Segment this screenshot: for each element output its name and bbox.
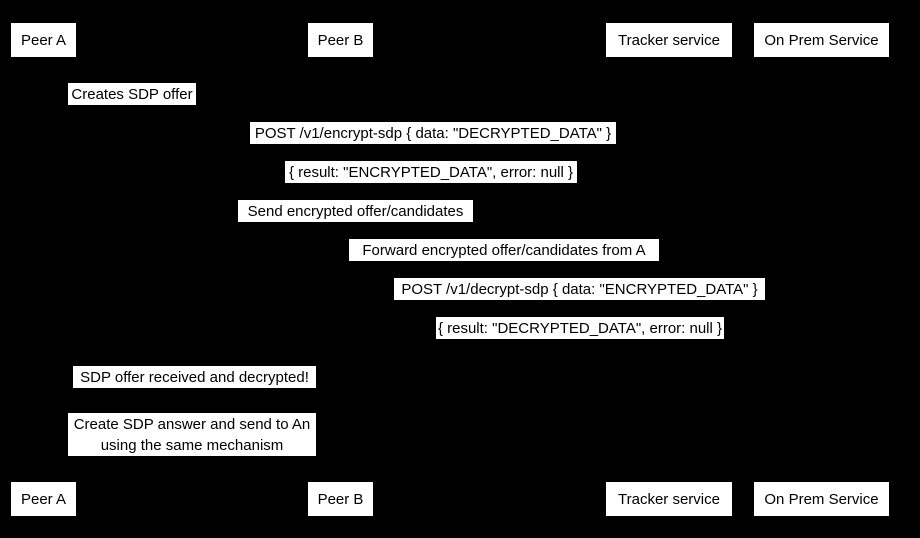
message-text: Forward encrypted offer/candidates from …: [362, 241, 646, 259]
lifeline-on-prem-service: [821, 57, 822, 481]
message-send-encrypted-offer[interactable]: Send encrypted offer/candidates: [238, 200, 473, 222]
participant-footer-tracker-service[interactable]: Tracker service: [605, 481, 733, 517]
message-text: Creates SDP offer: [71, 85, 193, 103]
message-result-decrypted-data[interactable]: { result: "DECRYPTED_DATA", error: null …: [436, 317, 724, 339]
participant-header-on-prem-service[interactable]: On Prem Service: [753, 22, 890, 58]
message-creates-sdp-offer[interactable]: Creates SDP offer: [68, 83, 196, 105]
participant-label: Tracker service: [618, 31, 720, 49]
participant-footer-on-prem-service[interactable]: On Prem Service: [753, 481, 890, 517]
message-post-encrypt-sdp[interactable]: POST /v1/encrypt-sdp { data: "DECRYPTED_…: [250, 122, 616, 144]
message-text: { result: "DECRYPTED_DATA", error: null …: [437, 319, 723, 337]
message-text-line-2: using the same mechanism: [100, 436, 284, 454]
participant-label: On Prem Service: [764, 31, 879, 49]
message-text: POST /v1/decrypt-sdp { data: "ENCRYPTED_…: [401, 280, 758, 298]
message-result-encrypted-data[interactable]: { result: "ENCRYPTED_DATA", error: null …: [285, 161, 577, 183]
lifeline-peer-a: [43, 57, 44, 481]
message-post-decrypt-sdp[interactable]: POST /v1/decrypt-sdp { data: "ENCRYPTED_…: [394, 278, 765, 300]
message-text: SDP offer received and decrypted!: [80, 368, 309, 386]
participant-label: Tracker service: [618, 490, 720, 508]
participant-label: Peer B: [317, 490, 364, 508]
message-text-line-1: Create SDP answer and send to An: [73, 415, 311, 433]
participant-header-peer-a[interactable]: Peer A: [10, 22, 77, 58]
participant-label: Peer B: [317, 31, 364, 49]
message-text: POST /v1/encrypt-sdp { data: "DECRYPTED_…: [254, 124, 612, 142]
participant-footer-peer-b[interactable]: Peer B: [307, 481, 374, 517]
participant-label: Peer A: [20, 31, 67, 49]
message-text: { result: "ENCRYPTED_DATA", error: null …: [288, 163, 574, 181]
participant-header-tracker-service[interactable]: Tracker service: [605, 22, 733, 58]
message-forward-encrypted-offer[interactable]: Forward encrypted offer/candidates from …: [349, 239, 659, 261]
participant-footer-peer-a[interactable]: Peer A: [10, 481, 77, 517]
message-create-sdp-answer[interactable]: Create SDP answer and send to An using t…: [68, 413, 316, 456]
participant-label: On Prem Service: [764, 490, 879, 508]
participant-header-peer-b[interactable]: Peer B: [307, 22, 374, 58]
message-text: Send encrypted offer/candidates: [247, 202, 464, 220]
message-sdp-offer-received[interactable]: SDP offer received and decrypted!: [73, 366, 316, 388]
lifeline-peer-b: [340, 57, 341, 481]
participant-label: Peer A: [20, 490, 67, 508]
lifeline-tracker-service: [669, 57, 670, 481]
